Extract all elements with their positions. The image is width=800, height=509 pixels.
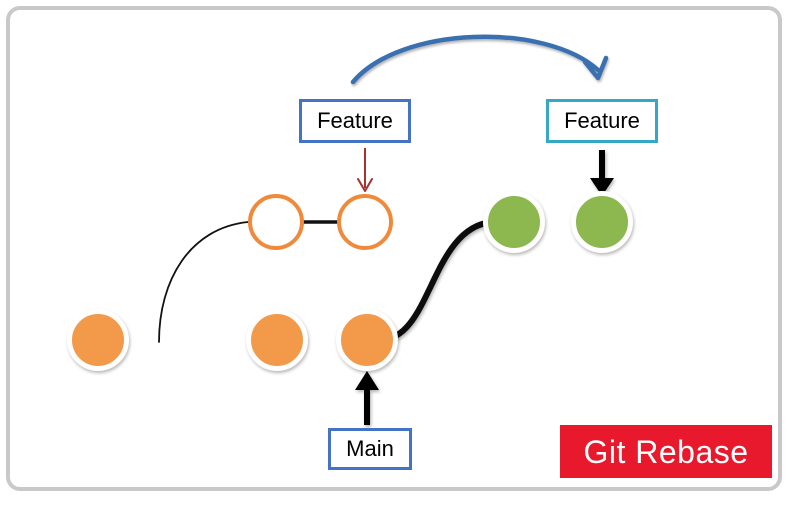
- label-feature-new[interactable]: Feature: [546, 99, 658, 143]
- commit-node-feature-old-2[interactable]: [337, 194, 393, 250]
- main-pointer-arrow: [355, 371, 379, 425]
- commit-node-main-1[interactable]: [67, 309, 129, 371]
- feature-right-pointer-arrow: [590, 150, 614, 196]
- commit-node-main-2[interactable]: [246, 309, 308, 371]
- commit-node-feature-new-2[interactable]: [571, 191, 633, 253]
- diagram-frame: [6, 6, 782, 491]
- feature-branch-curve: [158, 221, 249, 343]
- label-feature-old[interactable]: Feature: [299, 99, 411, 143]
- git-rebase-badge: Git Rebase: [560, 425, 772, 478]
- commit-node-main-3[interactable]: [336, 309, 398, 371]
- rebase-arc-arrow: [350, 34, 609, 85]
- commit-node-feature-old-1[interactable]: [248, 194, 304, 250]
- feature-left-pointer-arrow: [357, 148, 373, 192]
- label-main[interactable]: Main: [328, 428, 412, 470]
- rebase-s-curve: [377, 219, 495, 343]
- commit-node-feature-new-1[interactable]: [483, 191, 545, 253]
